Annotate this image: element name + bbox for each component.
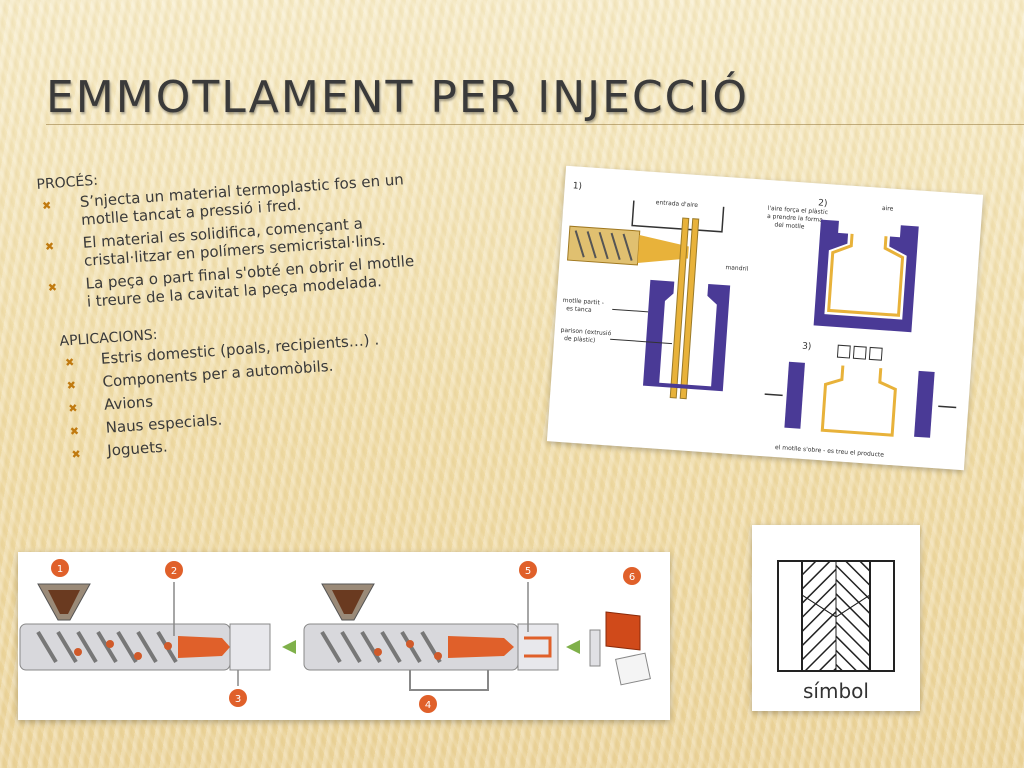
x-bullet-icon: ✖ [67,401,78,416]
x-bullet-icon: ✖ [44,239,55,254]
parison-label-2: de plàstic) [564,335,596,344]
marker-2: 2 [165,561,183,579]
title-divider [46,124,1024,125]
marker-5: 5 [519,561,537,579]
motlle-partit-label-2: es tanca [566,305,592,314]
marker-1: 1 [51,559,69,577]
step-3-label: 3) [802,342,812,353]
marker-4: 4 [419,695,437,713]
aire-forca-label-3: del motlle [774,221,805,230]
entrada-aire-label: entrada d'aire [656,199,699,209]
injection-screw-figure: 1 2 3 4 5 6 [18,552,670,720]
blow-molding-figure: 1) entrada d'aire mandril motlle partit … [546,165,984,471]
symbol-figure: símbol [752,525,920,711]
aplicacio-label: Joguets. [106,437,169,460]
marker-6-label: 6 [629,572,635,583]
step-2-label: 2) [818,198,828,209]
x-bullet-icon: ✖ [47,280,58,295]
slide-title: EMMOTLAMENT PER INJECCIÓ [46,72,750,123]
x-bullet-icon: ✖ [71,447,82,462]
text-block: PROCÉS: ✖ S’njecta un material termoplas… [36,147,475,469]
symbol-caption: símbol [803,679,869,703]
aire-label: aire [882,205,894,213]
motlle-partit-label: motlle partit - [562,297,604,307]
marker-4-label: 4 [425,700,431,711]
marker-2-label: 2 [171,566,177,577]
step-1-label: 1) [572,181,582,192]
aplicacions-section: APLICACIONS: ✖Estris domestic (poals, re… [47,304,475,463]
aplicacio-label: Naus especials. [105,410,223,437]
marker-5-label: 5 [525,566,531,577]
mandril-label: mandril [725,264,749,273]
aire-forca-label: l'aire força el plàstic [767,205,828,216]
motlle-obre-label: el motlle s'obre - es treu el producte [775,444,885,459]
x-bullet-icon: ✖ [64,355,75,370]
symbol-diagram [777,560,895,672]
x-bullet-icon: ✖ [41,199,52,213]
aplicacio-label: Avions [103,392,154,414]
aire-forca-label-2: a prendre la forma [767,213,824,224]
injection-screw-diagram: 1 2 3 4 5 6 [19,559,651,713]
blow-molding-diagram: 1) entrada d'aire mandril motlle partit … [560,181,957,459]
parison-label: parison (extrusió [560,327,611,338]
x-bullet-icon: ✖ [66,378,77,393]
marker-3: 3 [229,689,247,707]
marker-1-label: 1 [57,564,63,575]
marker-6: 6 [623,567,641,585]
marker-3-label: 3 [235,694,241,705]
x-bullet-icon: ✖ [69,424,80,439]
